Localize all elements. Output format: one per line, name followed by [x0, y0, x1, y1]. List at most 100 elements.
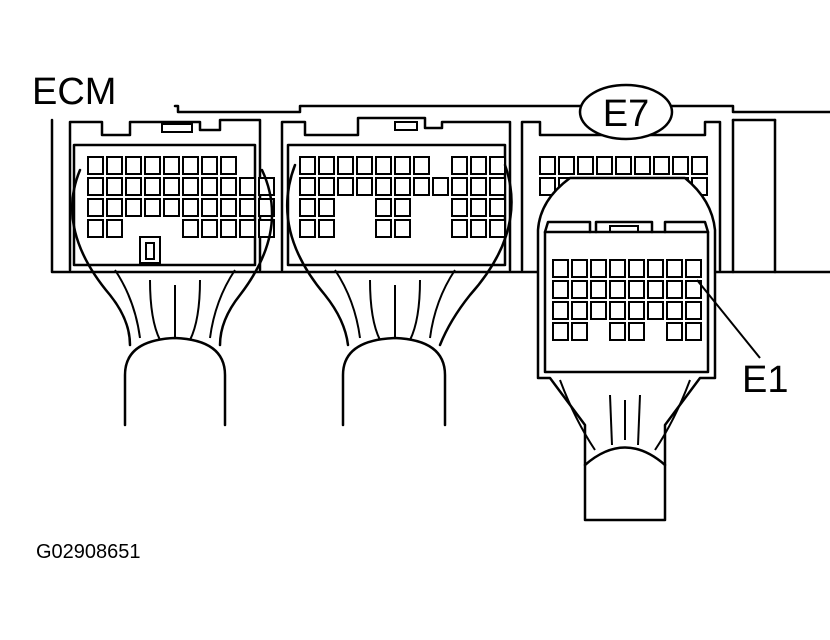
terminal-cell — [552, 280, 569, 299]
terminal-cell — [647, 280, 664, 299]
terminal-cell — [489, 177, 506, 196]
terminal-cell — [628, 259, 645, 278]
terminal-cell — [571, 259, 588, 278]
terminal-cell — [394, 156, 411, 175]
connector-e7-callout: E7 — [578, 83, 674, 141]
terminal-cell — [489, 198, 506, 217]
terminal-e1-callout: E1 — [696, 279, 788, 401]
key-slot-inner — [145, 242, 155, 260]
terminal-cell — [590, 259, 607, 278]
terminal-cell — [470, 177, 487, 196]
terminal-cell — [571, 322, 588, 341]
terminal-cell — [413, 177, 430, 196]
terminal-cell — [106, 156, 123, 175]
terminal-cell — [182, 219, 199, 238]
terminal-cell — [375, 198, 392, 217]
connector-e7-label: E7 — [603, 93, 649, 135]
terminal-cell — [201, 177, 218, 196]
terminal-cell — [451, 198, 468, 217]
terminal-cell — [125, 177, 142, 196]
terminal-cell — [647, 301, 664, 320]
terminal-cell — [647, 259, 664, 278]
terminal-cell — [666, 259, 683, 278]
terminal-cell — [489, 219, 506, 238]
terminal-cell — [432, 177, 449, 196]
terminal-cell — [609, 322, 626, 341]
wire-harness-1 — [70, 168, 274, 427]
terminal-cell — [87, 219, 104, 238]
terminal-cell — [394, 198, 411, 217]
terminal-cell — [552, 259, 569, 278]
terminal-cell — [182, 198, 199, 217]
terminal-grid-plug-e7 — [552, 259, 702, 341]
terminal-cell — [356, 156, 373, 175]
terminal-cell — [451, 219, 468, 238]
terminal-cell — [666, 322, 683, 341]
terminal-cell — [144, 156, 161, 175]
terminal-cell — [451, 156, 468, 175]
terminal-cell — [239, 198, 256, 217]
terminal-cell — [451, 177, 468, 196]
wire-harness-2 — [285, 163, 513, 427]
terminal-cell — [685, 322, 702, 341]
terminal-cell — [685, 280, 702, 299]
terminal-cell — [337, 156, 354, 175]
terminal-cell — [634, 156, 651, 175]
terminal-grid-block-2 — [299, 156, 506, 238]
terminal-cell — [299, 156, 316, 175]
terminal-cell — [201, 156, 218, 175]
terminal-cell — [201, 198, 218, 217]
terminal-cell — [539, 177, 556, 196]
terminal-cell — [558, 156, 575, 175]
terminal-cell — [685, 301, 702, 320]
terminal-cell — [201, 219, 218, 238]
terminal-cell — [653, 156, 670, 175]
terminal-cell — [239, 177, 256, 196]
terminal-cell — [318, 219, 335, 238]
terminal-cell — [394, 219, 411, 238]
terminal-cell — [615, 156, 632, 175]
terminal-cell — [571, 280, 588, 299]
terminal-cell — [413, 156, 430, 175]
terminal-cell — [552, 301, 569, 320]
ecm-label: ECM — [32, 71, 116, 113]
terminal-cell — [609, 301, 626, 320]
terminal-cell — [590, 301, 607, 320]
terminal-cell — [489, 156, 506, 175]
terminal-cell — [337, 177, 354, 196]
terminal-cell — [182, 156, 199, 175]
terminal-cell — [394, 177, 411, 196]
terminal-cell — [87, 177, 104, 196]
terminal-cell — [299, 198, 316, 217]
terminal-cell — [628, 280, 645, 299]
terminal-cell — [596, 156, 613, 175]
terminal-cell — [470, 198, 487, 217]
terminal-cell — [163, 177, 180, 196]
terminal-cell — [144, 177, 161, 196]
terminal-cell — [672, 156, 689, 175]
terminal-cell — [666, 301, 683, 320]
terminal-grid-block-1 — [87, 156, 275, 264]
terminal-cell — [299, 177, 316, 196]
terminal-cell — [182, 177, 199, 196]
terminal-cell — [470, 219, 487, 238]
terminal-cell — [552, 322, 569, 341]
terminal-cell — [375, 177, 392, 196]
terminal-cell — [685, 259, 702, 278]
terminal-cell — [571, 301, 588, 320]
terminal-cell — [318, 198, 335, 217]
terminal-cell — [318, 156, 335, 175]
terminal-cell — [590, 280, 607, 299]
terminal-cell — [220, 156, 237, 175]
terminal-cell — [666, 280, 683, 299]
terminal-cell — [239, 219, 256, 238]
terminal-cell — [125, 156, 142, 175]
terminal-cell — [220, 219, 237, 238]
terminal-cell — [87, 198, 104, 217]
terminal-cell — [299, 219, 316, 238]
terminal-cell — [609, 280, 626, 299]
terminal-cell — [125, 198, 142, 217]
terminal-cell — [318, 177, 335, 196]
terminal-cell — [220, 198, 237, 217]
